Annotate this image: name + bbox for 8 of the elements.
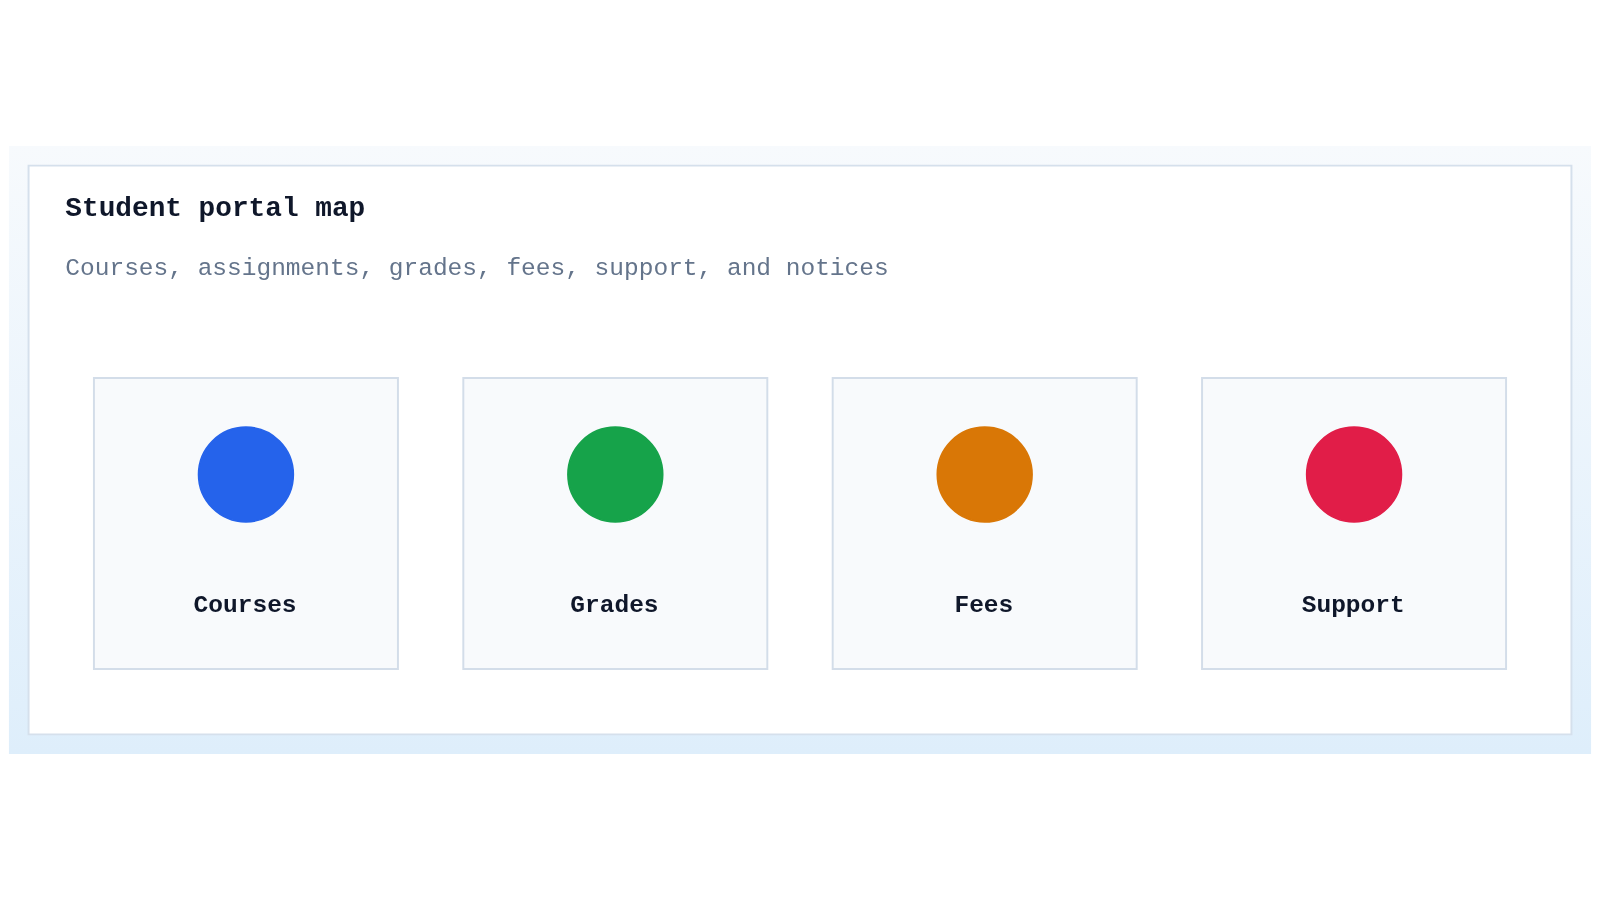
cluster: Support [1201, 377, 1508, 670]
cluster: Courses [92, 377, 399, 670]
cluster: Fees [831, 377, 1138, 670]
node-circle [1305, 426, 1403, 523]
node-circle [197, 426, 295, 523]
node-circle [936, 426, 1033, 523]
node-circle [567, 426, 664, 523]
cluster: Grades [462, 377, 769, 670]
